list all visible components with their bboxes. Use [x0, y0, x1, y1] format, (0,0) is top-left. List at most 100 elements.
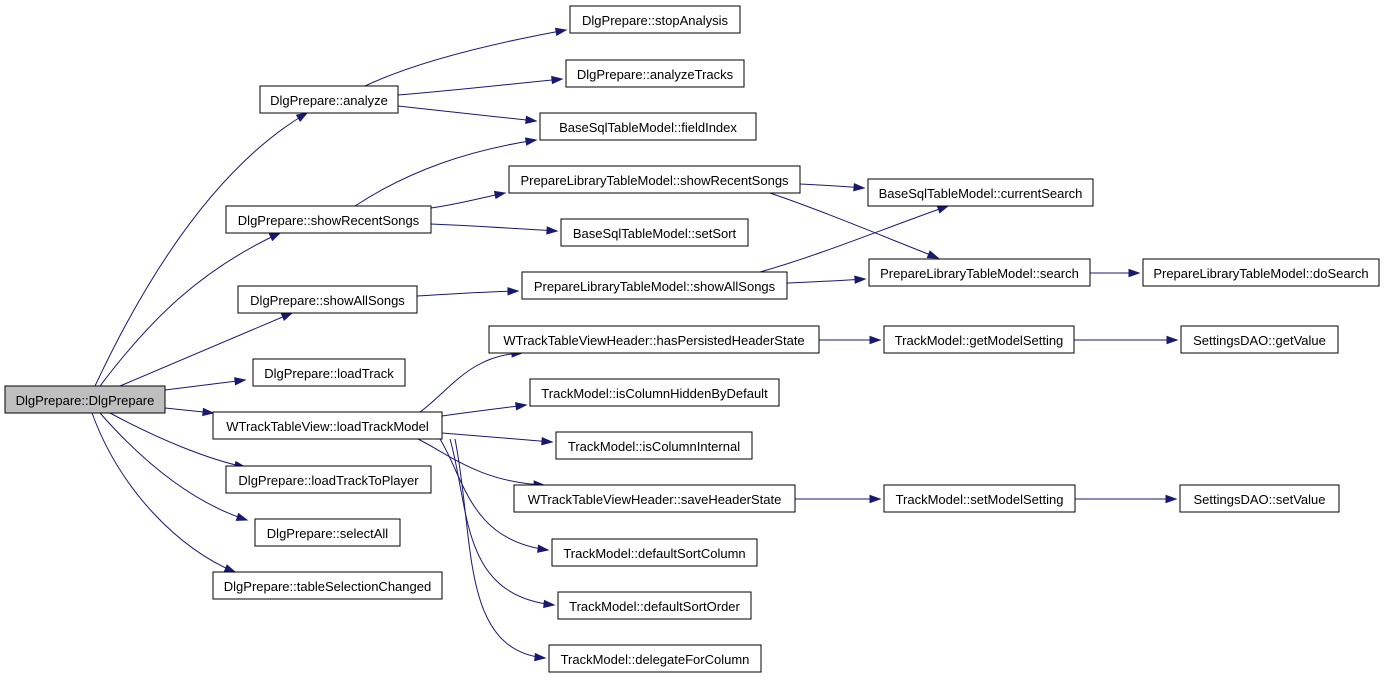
node-loadTrack[interactable]: DlgPrepare::loadTrack	[252, 358, 406, 387]
edge-line	[354, 139, 537, 207]
edge-analyze-to-stopAnalysis	[364, 27, 568, 87]
node-setModelSetting[interactable]: TrackModel::setModelSetting	[883, 484, 1076, 513]
edge-search-to-doSearch	[1090, 268, 1141, 278]
arrowhead-icon	[534, 652, 547, 662]
edge-loadTrackModel-to-defaultSortColumn	[439, 438, 550, 553]
edge-line	[441, 404, 527, 417]
arrowhead-icon	[936, 205, 950, 214]
arrowhead-icon	[235, 512, 249, 521]
edge-line	[164, 379, 246, 391]
node-box	[259, 85, 399, 114]
arrowhead-icon	[1166, 335, 1179, 345]
edge-line	[364, 29, 567, 87]
node-label: BaseSqlTableModel::setSort	[573, 226, 737, 241]
node-isColumnHidden[interactable]: TrackModel::isColumnHiddenByDefault	[529, 378, 780, 407]
node-label: DlgPrepare::tableSelectionChanged	[224, 579, 431, 594]
node-defaultSortColumn[interactable]: TrackModel::defaultSortColumn	[551, 538, 758, 567]
node-box	[565, 59, 745, 88]
node-box	[557, 591, 752, 620]
node-box	[560, 218, 749, 247]
node-label: PrepareLibraryTableModel::search	[880, 266, 1079, 281]
node-box	[539, 112, 757, 141]
node-selectAll[interactable]: DlgPrepare::selectAll	[254, 518, 401, 547]
node-box	[513, 484, 796, 513]
node-box	[548, 644, 762, 673]
arrowhead-icon	[1128, 268, 1141, 278]
node-label: SettingsDAO::getValue	[1193, 333, 1326, 348]
edge-line	[99, 232, 281, 387]
node-label: BaseSqlTableModel::currentSearch	[879, 186, 1083, 201]
node-analyze[interactable]: DlgPrepare::analyze	[259, 85, 399, 114]
node-label: DlgPrepare::showAllSongs	[250, 293, 405, 308]
edge-line	[430, 192, 506, 209]
node-label: TrackModel::delegateForColumn	[561, 652, 750, 667]
arrowhead-icon	[853, 182, 866, 192]
node-fieldIndex[interactable]: BaseSqlTableModel::fieldIndex	[539, 112, 757, 141]
edge-loadTrackModel-to-delegateForColumn	[454, 438, 547, 662]
edge-root-to-loadTrackModel	[164, 407, 215, 417]
edge-loadTrackModel-to-defaultSortOrder	[449, 438, 556, 609]
node-box	[212, 411, 443, 440]
node-label: TrackModel::getModelSetting	[895, 333, 1064, 348]
node-box	[569, 5, 741, 34]
node-showAllSongs[interactable]: DlgPrepare::showAllSongs	[237, 285, 418, 314]
node-label: WTrackTableView::loadTrackModel	[226, 419, 429, 434]
node-pltmShowAllSongs[interactable]: PrepareLibraryTableModel::showAllSongs	[521, 271, 788, 300]
arrowhead-icon	[223, 564, 237, 573]
edge-showRecentSongs-to-fieldIndex	[354, 137, 538, 207]
arrowhead-icon	[1165, 494, 1178, 504]
node-showRecentSongs[interactable]: DlgPrepare::showRecentSongs	[225, 205, 432, 234]
edge-line	[94, 112, 308, 387]
arrowhead-icon	[202, 407, 215, 417]
node-label: DlgPrepare::showRecentSongs	[238, 213, 420, 228]
node-analyzeTracks[interactable]: DlgPrepare::analyzeTracks	[565, 59, 745, 88]
node-label: BaseSqlTableModel::fieldIndex	[559, 120, 737, 135]
edge-root-to-selectAll	[99, 412, 249, 521]
edge-root-to-loadTrack	[164, 377, 247, 391]
arrowhead-icon	[543, 599, 556, 609]
node-box	[868, 258, 1091, 287]
node-currentSearch[interactable]: BaseSqlTableModel::currentSearch	[867, 178, 1094, 207]
edge-line	[449, 438, 555, 606]
node-setValue[interactable]: SettingsDAO::setValue	[1179, 484, 1340, 513]
edge-line	[430, 223, 558, 232]
edge-line	[417, 438, 545, 486]
node-box	[237, 285, 418, 314]
node-getValue[interactable]: SettingsDAO::getValue	[1180, 325, 1339, 354]
edge-showAllSongs-to-pltmShowAllSongs	[416, 287, 520, 297]
node-search[interactable]: PrepareLibraryTableModel::search	[868, 258, 1091, 287]
node-stopAnalysis[interactable]: DlgPrepare::stopAnalysis	[569, 5, 741, 34]
arrowhead-icon	[280, 312, 294, 321]
node-label: PrepareLibraryTableModel::showAllSongs	[534, 279, 776, 294]
node-setSort[interactable]: BaseSqlTableModel::setSort	[560, 218, 749, 247]
node-tableSelectionChanged[interactable]: DlgPrepare::tableSelectionChanged	[212, 571, 443, 600]
node-label: TrackModel::setModelSetting	[896, 492, 1064, 507]
node-box	[521, 271, 788, 300]
edge-root-to-showRecentSongs	[99, 232, 282, 387]
node-pltmShowRecentSongs[interactable]: PrepareLibraryTableModel::showRecentSong…	[508, 165, 801, 194]
node-isColumnInternal[interactable]: TrackModel::isColumnInternal	[555, 431, 753, 460]
arrowhead-icon	[926, 250, 940, 259]
arrowhead-icon	[554, 27, 568, 37]
node-box	[252, 358, 406, 387]
node-loadTrackToPlayer[interactable]: DlgPrepare::loadTrackToPlayer	[225, 465, 432, 494]
node-delegateForColumn[interactable]: TrackModel::delegateForColumn	[548, 644, 762, 673]
edge-pltmShowAllSongs-to-search	[786, 275, 867, 284]
node-label: PrepareLibraryTableModel::showRecentSong…	[520, 173, 789, 188]
arrowhead-icon	[869, 335, 882, 345]
node-saveHeaderState[interactable]: WTrackTableViewHeader::saveHeaderState	[513, 484, 796, 513]
node-defaultSortOrder[interactable]: TrackModel::defaultSortOrder	[557, 591, 752, 620]
node-getModelSetting[interactable]: TrackModel::getModelSetting	[883, 325, 1075, 354]
arrowhead-icon	[546, 226, 559, 235]
node-loadTrackModel[interactable]: WTrackTableView::loadTrackModel	[212, 411, 443, 440]
node-root[interactable]: DlgPrepare::DlgPrepare	[4, 385, 166, 414]
node-doSearch[interactable]: PrepareLibraryTableModel::doSearch	[1142, 258, 1380, 287]
edge-getModelSetting-to-getValue	[1074, 335, 1179, 345]
arrowhead-icon	[515, 402, 528, 411]
edge-analyze-to-fieldIndex	[397, 105, 538, 125]
node-label: DlgPrepare::selectAll	[267, 526, 388, 541]
edge-line	[419, 352, 523, 413]
node-hasPersisted[interactable]: WTrackTableViewHeader::hasPersistedHeade…	[488, 325, 820, 354]
edge-loadTrackModel-to-hasPersisted	[419, 349, 524, 413]
